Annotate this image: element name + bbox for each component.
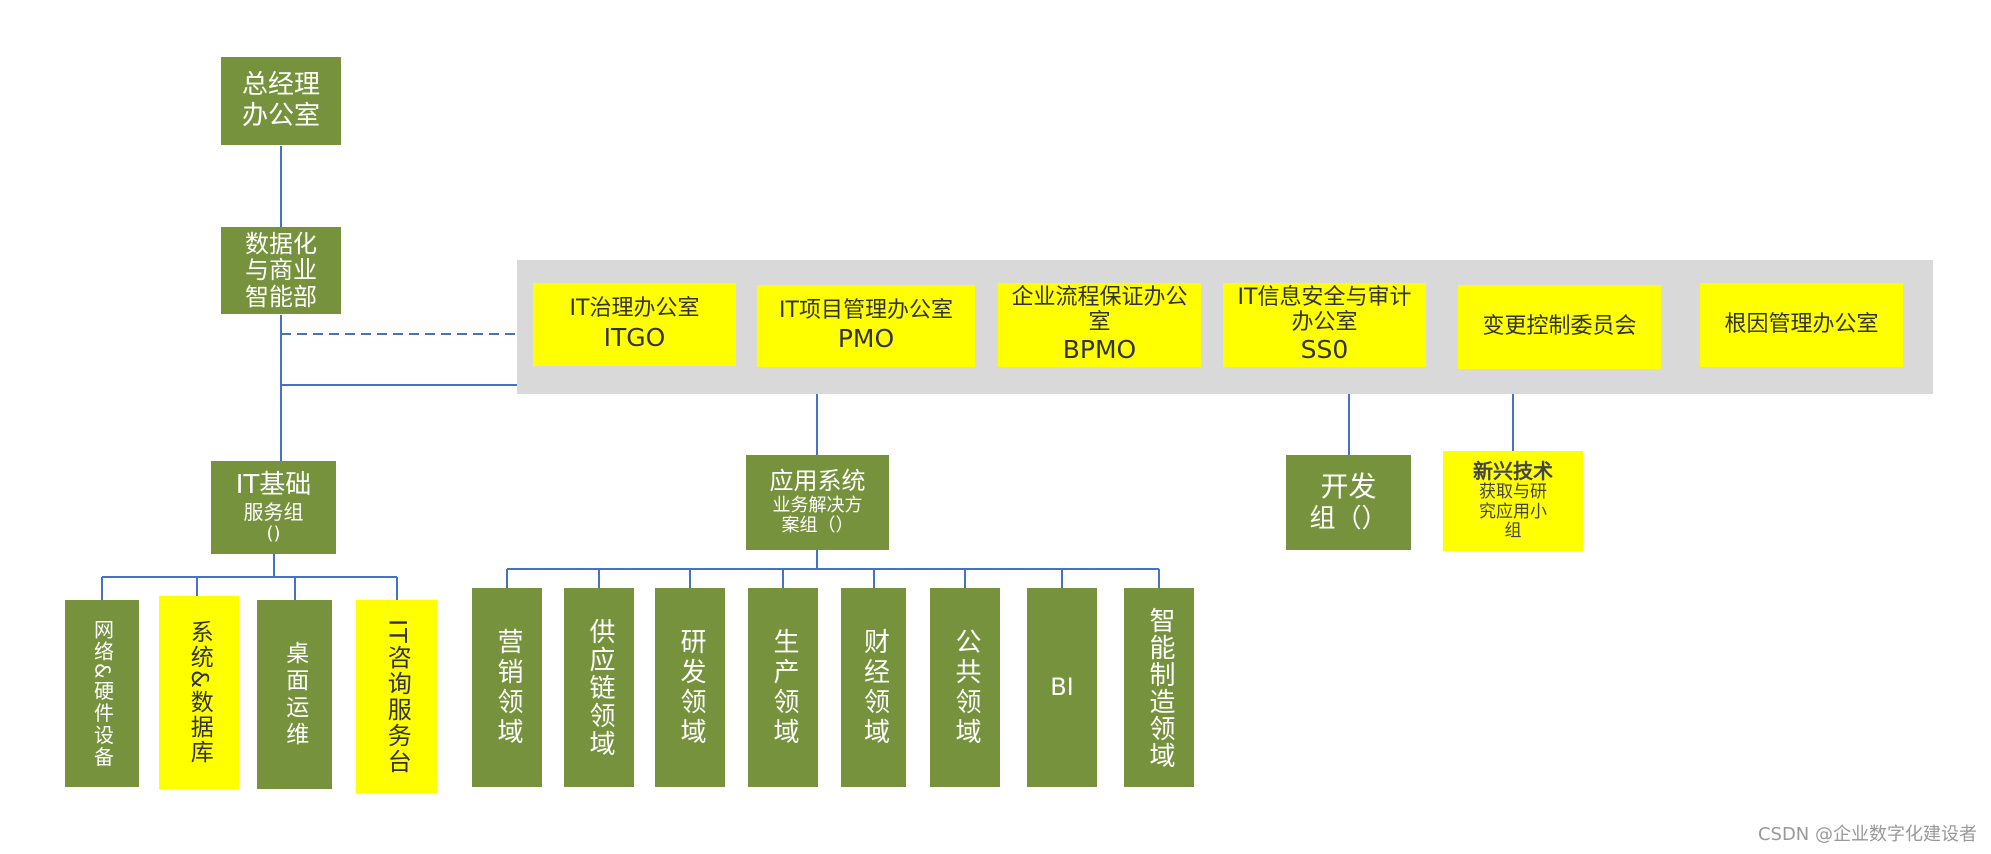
infra-child-system-db: 系统&数据库 (159, 596, 239, 789)
app-child-public: 公共领域 (930, 588, 1000, 787)
app-child-production: 生产领域 (748, 588, 818, 787)
emerging-line2: 获取与研 (1479, 482, 1547, 503)
infra-child-network: 网络&硬件设备 (65, 600, 139, 787)
dev-group: 开发 组（） (1286, 455, 1411, 550)
office-ss0-name: IT信息安全与审计办公室 (1237, 284, 1412, 335)
watermark: CSDN @企业数字化建设者 (1757, 824, 1977, 845)
app-system-group: 应用系统 业务解决方 案组（） (746, 455, 889, 550)
dev-line1: 开发 (1320, 470, 1377, 504)
it-infra-group: IT基础 服务组 () (211, 461, 336, 554)
digital-dept-line3: 智能部 (245, 282, 317, 311)
infra-child-desktop-label: 桌面运维 (281, 640, 308, 749)
dev-line2: 组（） (1309, 503, 1388, 534)
infra-child-helpdesk-label: IT咨询服务台 (383, 618, 412, 775)
emerging-line4: 组 (1504, 521, 1522, 542)
office-pmo-name: IT项目管理办公室 (779, 297, 953, 323)
office-bpmo-abbr: BPMO (1062, 335, 1137, 365)
it-infra-line3: () (266, 522, 281, 544)
emerging-tech-group: 新兴技术 获取与研 究应用小 组 (1443, 451, 1583, 551)
app-system-line3: 案组（） (781, 515, 854, 537)
gm-office-line2: 办公室 (241, 101, 320, 131)
app-system-line1: 应用系统 (769, 467, 866, 496)
infra-child-helpdesk: IT咨询服务台 (356, 600, 437, 793)
office-itgo: IT治理办公室 ITGO (533, 283, 736, 366)
office-itgo-abbr: ITGO (603, 322, 666, 352)
app-child-rd: 研发领域 (655, 588, 725, 787)
office-change-control: 变更控制委员会 (1458, 285, 1661, 369)
office-root-cause-name: 根因管理办公室 (1724, 311, 1879, 337)
digital-dept-box: 数据化 与商业 智能部 (221, 227, 341, 314)
app-child-public-label: 公共领域 (950, 627, 981, 748)
app-child-finance: 财经领域 (841, 588, 906, 787)
app-child-marketing: 营销领域 (472, 588, 542, 787)
app-child-bi: BI (1027, 588, 1097, 787)
app-child-smart-mfg: 智能制造领域 (1124, 588, 1194, 787)
emerging-line3: 究应用小 (1479, 501, 1547, 522)
office-ss0-abbr: SS0 (1300, 335, 1349, 365)
office-ss0: IT信息安全与审计办公室 SS0 (1223, 283, 1426, 367)
digital-dept-line2: 与商业 (245, 256, 317, 285)
gm-office-box: 总经理 办公室 (221, 57, 341, 145)
office-pmo: IT项目管理办公室 PMO (757, 285, 975, 367)
gm-office-line1: 总经理 (241, 69, 320, 100)
app-system-line2: 业务解决方 (772, 494, 863, 516)
app-child-supply-chain: 供应链领域 (564, 588, 634, 787)
infra-child-system-db-label: 系统&数据库 (186, 620, 213, 765)
app-child-bi-label: BI (1050, 672, 1074, 701)
app-child-marketing-label: 营销领域 (492, 627, 523, 748)
it-infra-line1: IT基础 (235, 469, 312, 500)
app-child-rd-label: 研发领域 (675, 627, 706, 748)
app-child-supply-chain-label: 供应链领域 (584, 617, 615, 758)
office-change-control-name: 变更控制委员会 (1482, 313, 1637, 339)
it-infra-line2: 服务组 (243, 499, 304, 524)
app-child-finance-label: 财经领域 (859, 627, 890, 748)
emerging-title: 新兴技术 (1473, 459, 1553, 484)
office-pmo-abbr: PMO (837, 324, 895, 354)
digital-dept-line1: 数据化 (245, 229, 317, 258)
office-bpmo: 企业流程保证办公室 BPMO (998, 283, 1201, 367)
app-child-production-label: 生产领域 (768, 627, 799, 748)
office-root-cause: 根因管理办公室 (1700, 283, 1903, 367)
office-itgo-name: IT治理办公室 (569, 296, 700, 322)
infra-child-desktop: 桌面运维 (257, 600, 332, 789)
office-bpmo-name: 企业流程保证办公室 (1011, 284, 1188, 335)
app-child-smart-mfg-label: 智能制造领域 (1144, 606, 1175, 769)
infra-child-network-label: 网络&硬件设备 (90, 618, 115, 769)
